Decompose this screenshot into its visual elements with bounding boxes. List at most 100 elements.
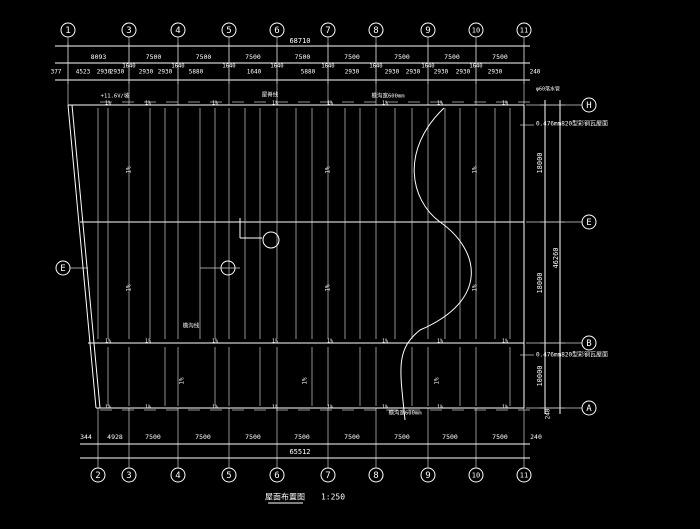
dim-text-overall-bottom: 65512 xyxy=(289,448,310,456)
grid-label-bottom-6: 6 xyxy=(274,471,279,481)
note-gutter-top: 檐沟宽600mm xyxy=(371,92,405,100)
slope-label-mid-5: 1% xyxy=(382,339,388,345)
slope-label-mid-0: 1% xyxy=(105,339,111,345)
slope-label-top-2: 1% xyxy=(212,101,218,107)
dim-text-bay-bottom-1: 4928 xyxy=(107,433,123,441)
dim-text-bay-bottom-0: 344 xyxy=(80,433,92,441)
ridge-detail-circle xyxy=(262,231,280,249)
panel-slope-upper-1: 1% xyxy=(325,166,332,174)
dim-text-detail-top-2: 2930 xyxy=(97,69,112,76)
dim-text-bay-top-7: 7500 xyxy=(444,53,460,61)
grid-label-top-9: 9 xyxy=(425,26,430,36)
dim-text-detail-top-6: 5880 xyxy=(189,69,204,76)
dim-text-right-2: 10000 xyxy=(536,365,544,386)
grid-label-top-3: 3 xyxy=(126,26,131,36)
slope-label-bottom-5: 1% xyxy=(382,405,388,411)
note-gutter-bottom: 檐沟宽600mm xyxy=(388,409,422,417)
panel-slope-lower-1: 1% xyxy=(302,377,309,385)
note-roof-bottom: 0.476mm820型彩钢瓦屋面 xyxy=(536,351,608,359)
grid-label-top-1: 1 xyxy=(65,26,70,36)
grid-label-right-B: B xyxy=(586,339,591,349)
dim-text-small-top-1: 1640 xyxy=(171,64,184,70)
dim-text-detail-top-3: 2930 xyxy=(110,69,125,76)
slope-label-bottom-1: 1% xyxy=(145,405,151,411)
dim-text-bay-bottom-9: 7500 xyxy=(492,433,508,441)
dim-text-bay-bottom-2: 7500 xyxy=(145,433,161,441)
grid-label-bottom-4: 4 xyxy=(175,471,180,481)
dim-text-bay-top-1: 7500 xyxy=(146,53,162,61)
note-roof-top: 0.476mm820型彩钢瓦屋面 xyxy=(536,120,608,128)
grid-label-right-A: A xyxy=(586,404,592,414)
dim-text-right-3: 240 xyxy=(545,408,552,419)
grid-label-bottom-11: 11 xyxy=(520,472,528,480)
dim-text-detail-top-14: 2930 xyxy=(488,69,503,76)
grid-label-top-10: 10 xyxy=(472,27,480,35)
slope-label-mid-1: 1% xyxy=(145,339,151,345)
slope-label-top-6: 1% xyxy=(437,101,443,107)
dim-text-small-top-0: 1640 xyxy=(122,64,135,70)
panel-slope-upper-2: 1% xyxy=(472,166,479,174)
dim-text-small-top-7: 1640 xyxy=(469,64,482,70)
grid-label-top-8: 8 xyxy=(373,26,378,36)
dim-text-bay-bottom-3: 7500 xyxy=(195,433,211,441)
grid-label-right-E: E xyxy=(586,218,591,228)
panel-slope-mid-1: 1% xyxy=(325,284,332,292)
slope-label-mid-4: 1% xyxy=(327,339,333,345)
panel-slope-lower-2: 1% xyxy=(434,377,441,385)
dim-text-bay-top-8: 7500 xyxy=(492,53,508,61)
grid-label-top-7: 7 xyxy=(325,26,330,36)
dim-text-right-1: 18000 xyxy=(536,272,544,293)
slope-label-mid-2: 1% xyxy=(212,339,218,345)
dim-text-bay-top-0: 8093 xyxy=(91,53,107,61)
note-ridge: 屋脊线 xyxy=(262,91,279,99)
slope-label-top-0: 1% xyxy=(105,101,111,107)
slope-label-top-3: 1% xyxy=(272,101,278,107)
dim-text-bay-top-5: 7500 xyxy=(344,53,360,61)
drawing-scale: 1:250 xyxy=(321,493,345,502)
dim-text-bay-bottom-4: 7500 xyxy=(245,433,261,441)
break-line xyxy=(400,107,472,421)
note-downpipe-top: φ60落水管 xyxy=(536,86,560,93)
panel-slope-upper-0: 1% xyxy=(126,166,133,174)
slope-label-top-7: 1% xyxy=(502,101,508,107)
dim-text-bay-top-4: 7500 xyxy=(295,53,311,61)
slope-label-top-4: 1% xyxy=(327,101,333,107)
dim-text-detail-top-10: 2930 xyxy=(385,69,400,76)
dim-text-right-0: 18000 xyxy=(536,152,544,173)
dim-text-small-top-3: 1640 xyxy=(270,64,283,70)
dim-text-bay-bottom-5: 7500 xyxy=(294,433,310,441)
roof-edge-left-sloped-2 xyxy=(71,104,101,409)
grid-label-bottom-7: 7 xyxy=(325,471,330,481)
slope-label-top-1: 1% xyxy=(145,101,151,107)
slope-label-mid-7: 1% xyxy=(502,339,508,345)
dim-text-detail-top-9: 2930 xyxy=(345,69,360,76)
dim-text-bay-bottom-6: 7500 xyxy=(344,433,360,441)
panel-slope-mid-2: 1% xyxy=(472,284,479,292)
grid-label-bottom-9: 9 xyxy=(425,471,430,481)
grid-label-right-H: H xyxy=(586,101,591,111)
note-eave: +11.6V/坡 xyxy=(101,92,130,100)
dim-text-small-top-6: 1640 xyxy=(421,64,434,70)
dim-text-bay-bottom-8: 7500 xyxy=(442,433,458,441)
dim-text-detail-top-11: 2930 xyxy=(406,69,421,76)
dim-text-detail-top-1: 4523 xyxy=(76,69,91,76)
dim-text-small-top-4: 1640 xyxy=(321,64,334,70)
dim-text-small-top-2: 1640 xyxy=(222,64,235,70)
grid-label-bottom-3: 3 xyxy=(126,471,131,481)
slope-label-bottom-7: 1% xyxy=(502,405,508,411)
dim-text-small-top-5: 1640 xyxy=(369,64,382,70)
slope-label-bottom-2: 1% xyxy=(212,405,218,411)
drawing-title: 屋面布置图 xyxy=(265,492,305,502)
grid-label-bottom-10: 10 xyxy=(472,472,480,480)
panel-slope-lower-0: 1% xyxy=(179,377,186,385)
dim-text-bay-bottom-10: 240 xyxy=(530,433,542,441)
dim-text-bay-bottom-7: 7500 xyxy=(394,433,410,441)
dim-text-bay-top-2: 7500 xyxy=(196,53,212,61)
grid-label-top-11: 11 xyxy=(520,27,528,35)
slope-label-top-5: 1% xyxy=(382,101,388,107)
slope-label-bottom-4: 1% xyxy=(327,405,333,411)
note-valley: 檐沟线 xyxy=(183,322,200,330)
slope-label-bottom-0: 1% xyxy=(105,405,111,411)
